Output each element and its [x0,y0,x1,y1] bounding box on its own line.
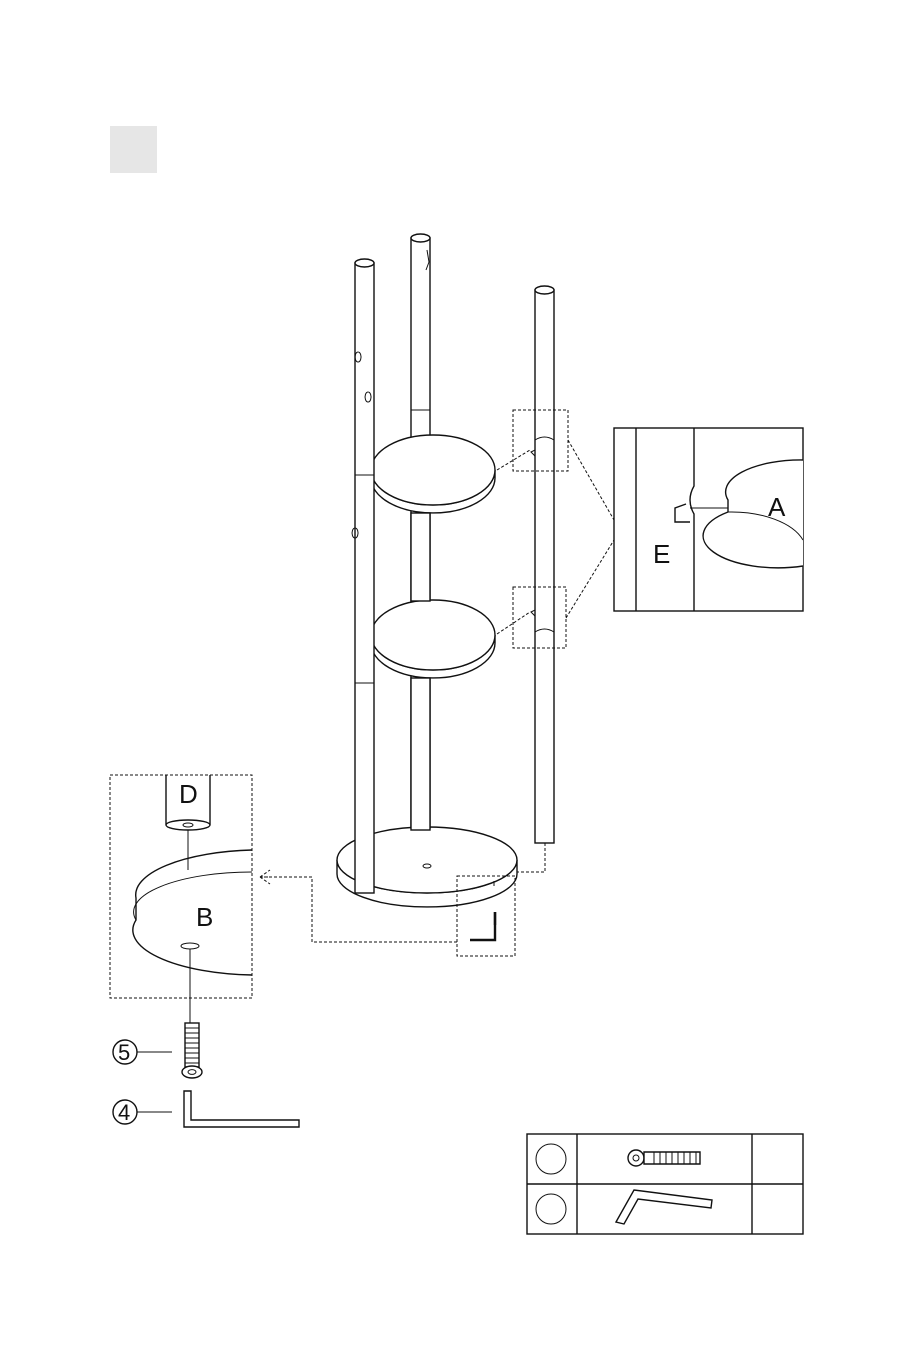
bolt-icon [182,1023,202,1078]
parts-table [527,1134,803,1234]
lower-shelf [371,600,495,678]
label-shelf: A [768,492,786,522]
part-id-circle [536,1144,566,1174]
detail-view-shelf-pole: A E [614,428,803,611]
upper-shelf [371,435,495,513]
callout-bolt: 5 [118,1040,130,1065]
label-pole: E [653,539,670,569]
right-pole [531,286,554,843]
table-row [536,1190,712,1224]
callout-hex-key: 4 [118,1100,130,1125]
hex-key-icon [184,1091,299,1127]
left-pole [352,259,374,893]
detail-view-base: D B [110,775,252,1023]
part-id-circle [536,1194,566,1224]
step-number-box [110,126,157,173]
label-pole-end: D [179,779,198,809]
table-row [536,1144,700,1174]
label-base: B [196,902,213,932]
hex-key-icon [616,1190,712,1224]
bolt-icon [628,1150,700,1166]
